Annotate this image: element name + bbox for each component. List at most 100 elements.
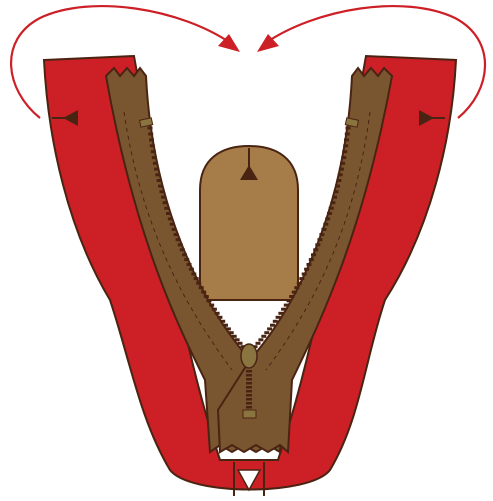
zipper-tooth: [292, 291, 297, 294]
zipper-tooth: [246, 374, 252, 377]
zipper-tooth: [302, 273, 307, 276]
zipper-tooth: [346, 127, 351, 130]
zipper-tooth: [148, 127, 153, 130]
zipper-tooth: [334, 190, 339, 193]
zipper-tooth: [160, 190, 165, 193]
zipper-tooth: [164, 207, 169, 210]
zipper-tooth: [235, 338, 240, 341]
zipper-tooth: [327, 212, 332, 215]
zipper-tooth: [345, 133, 350, 136]
zipper-tooth: [212, 308, 217, 311]
zipper-tooth: [343, 144, 348, 147]
zipper-tooth: [338, 173, 343, 176]
zipper-tooth: [311, 253, 316, 256]
zipper-tooth: [323, 223, 328, 226]
zipper-tooth: [161, 196, 166, 199]
zipper-tooth: [191, 273, 196, 276]
zipper-tooth: [273, 320, 278, 323]
zipper-tooth: [317, 238, 322, 241]
zipper-tooth: [180, 248, 185, 251]
zipper-tooth: [325, 217, 330, 220]
zipper-tooth: [336, 179, 341, 182]
zipper-tooth: [309, 258, 314, 261]
zipper-tooth: [199, 286, 204, 289]
zipper-tooth: [158, 185, 163, 188]
zipper-tooth: [281, 308, 286, 311]
zipper-tooth: [178, 243, 183, 246]
zipper-tooth: [246, 386, 252, 389]
zipper-tooth: [196, 282, 201, 285]
zipper-tooth: [229, 331, 234, 334]
zipper-tooth: [256, 342, 261, 345]
zipper-tooth: [246, 402, 252, 405]
zipper-tooth: [217, 316, 222, 319]
zipper-tooth: [342, 150, 347, 153]
zipper-tooth: [270, 324, 275, 327]
zipper-tooth: [339, 168, 344, 171]
bottom-stop: [243, 410, 256, 418]
zipper-tooth: [319, 233, 324, 236]
zipper-tooth: [153, 162, 158, 165]
zipper-tooth: [184, 258, 189, 261]
zipper-tooth: [176, 238, 181, 241]
zipper-tooth: [172, 228, 177, 231]
zipper-tooth: [297, 282, 302, 285]
zipper-tooth: [207, 299, 212, 302]
zipper-tooth: [163, 201, 168, 204]
zipper-tooth: [267, 327, 272, 330]
zipper-tooth: [341, 156, 346, 159]
zipper-tooth: [321, 228, 326, 231]
zipper-tooth: [304, 268, 309, 271]
zipper-tooth: [215, 312, 220, 315]
zipper-tooth: [261, 335, 266, 338]
zipper-tooth: [168, 217, 173, 220]
zipper-tooth: [166, 212, 171, 215]
zipper-tooth: [294, 286, 299, 289]
zipper-tooth: [315, 243, 320, 246]
zipper-tooth: [238, 342, 243, 345]
zipper-tooth: [201, 291, 206, 294]
zipper-tooth: [155, 173, 160, 176]
zipper-tooth: [220, 320, 225, 323]
zipper-tooth: [187, 263, 192, 266]
zipper-tooth: [307, 263, 312, 266]
zipper-tooth: [157, 179, 162, 182]
zipper-tooth: [174, 233, 179, 236]
zipper-tooth: [313, 248, 318, 251]
zipper-tooth: [194, 277, 199, 280]
zipper-tooth: [335, 185, 340, 188]
zipper-tooth: [189, 268, 194, 271]
zipper-tooth: [278, 312, 283, 315]
zipper-tooth: [284, 304, 289, 307]
zipper-tooth: [246, 382, 252, 385]
zipper-tooth: [149, 138, 154, 141]
zipper-tooth: [289, 295, 294, 298]
zipper-tooth: [264, 331, 269, 334]
zipper-tooth: [232, 335, 237, 338]
zipper-tooth: [329, 207, 334, 210]
zipper-tooth: [152, 156, 157, 159]
zipper-tooth: [276, 316, 281, 319]
zipper-tooth: [246, 378, 252, 381]
zipper-tooth: [246, 390, 252, 393]
zipper-tooth: [148, 133, 153, 136]
zipper-tooth: [340, 162, 345, 165]
zipper-tooth: [209, 304, 214, 307]
zipper-tooth: [154, 168, 159, 171]
zipper-tooth: [330, 201, 335, 204]
zipper-tooth: [332, 196, 337, 199]
zipper-tooth: [344, 138, 349, 141]
zipper-tooth: [204, 295, 209, 298]
zipper-tooth: [150, 144, 155, 147]
zipper-tooth: [170, 223, 175, 226]
zipper-tooth: [223, 324, 228, 327]
zipper-tooth: [258, 338, 263, 341]
zipper-tooth: [246, 370, 252, 373]
zipper-tooth: [287, 299, 292, 302]
zipper-tooth: [299, 277, 304, 280]
zipper-tooth: [151, 150, 156, 153]
zipper-tooth: [226, 327, 231, 330]
zipper-slider: [241, 344, 257, 368]
